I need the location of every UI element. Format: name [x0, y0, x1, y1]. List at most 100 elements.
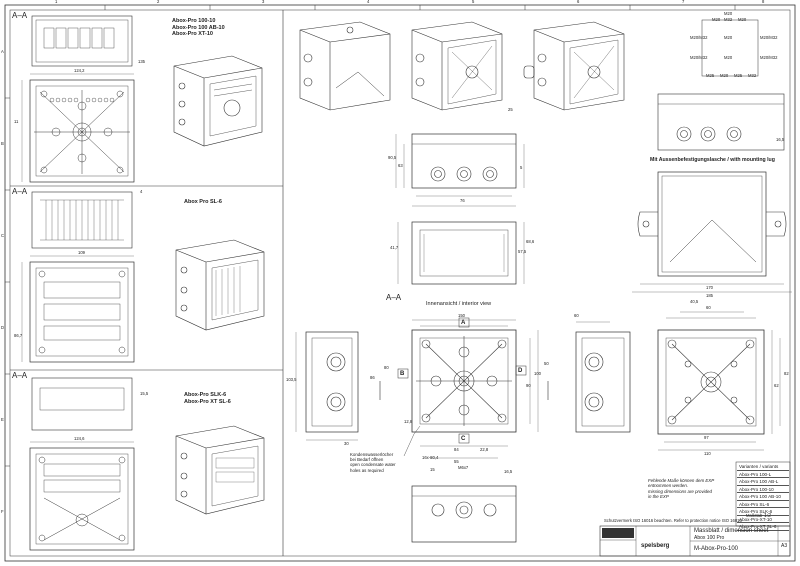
dim-center-63: 63	[398, 163, 403, 168]
section-label-3: A–A	[12, 371, 28, 380]
dim-left-15-5: 15,5	[140, 391, 149, 396]
grid-col-2: 2	[157, 0, 160, 4]
marker-c: C	[461, 436, 466, 442]
protection-note: Schutzvermerk ISO 16016 beachten. Refer …	[604, 518, 742, 523]
dim-right-185: 185	[706, 293, 713, 298]
dim-center-25: 25	[508, 107, 513, 112]
section-label-1: A–A	[12, 11, 28, 20]
sheet-size: A3	[781, 543, 788, 549]
dim-left-11: 11	[14, 119, 19, 124]
dim-center-5: 5	[520, 165, 523, 170]
dim-right-40-5: 40,5	[690, 299, 699, 304]
marker-d: D	[518, 368, 523, 374]
dim-side-103-5: 103,5	[286, 377, 297, 382]
dim-plan-12-8: 12,8	[404, 419, 413, 424]
dim-right-16-5: 16,5	[776, 137, 785, 142]
gland-row2-left: M20/M32	[690, 35, 708, 40]
dim-plan-55: 55	[454, 459, 459, 464]
grid-col-7: 7	[682, 0, 685, 4]
dim-right-110: 110	[704, 451, 711, 456]
dim-plan-150: 150	[458, 313, 465, 318]
marker-b: B	[400, 371, 405, 377]
dim-plan-50: 50	[544, 361, 549, 366]
dim-plan-86: 86	[370, 375, 375, 380]
grid-col-3: 3	[262, 0, 265, 4]
gland-row3-right: M20/M32	[760, 55, 778, 60]
dim-center-57-5: 57,5	[518, 249, 527, 254]
gland-top: M20	[724, 11, 733, 16]
dim-side-60: 60	[574, 313, 579, 318]
variant-item: Abox-Pro 100 AB-10	[737, 493, 789, 501]
grid-col-8: 8	[762, 0, 765, 4]
dim-plan-100: 100	[534, 371, 541, 376]
variant-item: Abox-Pro SLK-6	[737, 508, 789, 516]
gland-row1-b: M32	[724, 17, 733, 22]
dim-right-170: 170	[706, 285, 713, 290]
grid-row-e: E	[1, 417, 4, 422]
dim-plan-84: 84	[454, 447, 459, 452]
dim-center-76: 76	[460, 198, 465, 203]
dim-plan-80: 80	[384, 365, 389, 370]
grid-col-6: 6	[577, 0, 580, 4]
grid-row-f: F	[1, 509, 4, 514]
grid-col-1: 1	[55, 0, 58, 4]
grid-col-4: 4	[367, 0, 370, 4]
dim-center-68-6: 68,6	[526, 239, 535, 244]
variant-item: Abox-Pro-XT-10	[737, 516, 789, 523]
dim-plan-m6x7: M6x7	[458, 465, 469, 470]
product-caption-2: Abox Pro SL-6	[184, 199, 222, 205]
product-name: Abox 100 Pro	[694, 535, 725, 541]
dim-side-30: 30	[344, 441, 349, 446]
grid-row-b: B	[1, 141, 4, 146]
dim-left-109: 109	[78, 250, 85, 255]
gland-row2-center: M20	[724, 35, 733, 40]
variant-item: Abox-Pro SL-6	[737, 501, 789, 508]
gland-row1-c: M20	[738, 17, 747, 22]
company-logo: spelsberg	[641, 543, 670, 549]
dim-plan-22-8: 22,8	[480, 447, 489, 452]
variant-item: Abox-Pro 100-L	[737, 471, 789, 478]
mounting-lug-note: Mit Aussenbefestigungslasche / with moun…	[650, 157, 775, 163]
variants-table: Varianten / variants Abox-Pro 100-L Abox…	[737, 463, 789, 531]
dim-left-width-3: 124,6	[74, 436, 85, 441]
variant-item: Abox-Pro 100 AB-L	[737, 478, 789, 486]
marker-a: A	[461, 320, 466, 326]
scale-label: Maßstab	[746, 513, 763, 518]
drawing-number: M-Abox-Pro-100	[694, 546, 739, 552]
sheet-title: Massblatt / dimension sheet	[694, 528, 769, 534]
dim-right-60: 60	[706, 305, 711, 310]
dim-left-4: 4	[140, 189, 143, 194]
dim-plan-16-5: 16,5	[504, 469, 513, 474]
dim-plan-15: 15	[430, 467, 435, 472]
gland-row4-a: M25	[706, 73, 715, 78]
dim-plan-16x: 16x-80,4	[422, 455, 439, 460]
gland-row3-center: M20	[724, 55, 733, 60]
section-label-2: A–A	[12, 187, 28, 196]
variants-header: Varianten / variants	[737, 463, 789, 471]
dim-left-135: 135	[138, 59, 145, 64]
grid-row-c: C	[1, 233, 5, 238]
dim-right-97: 97	[704, 435, 709, 440]
grid-row-a: A	[1, 49, 4, 54]
section-label-4: A–A	[386, 293, 402, 302]
gland-row2-right: M20/M32	[760, 35, 778, 40]
interior-view-note: Innenansicht / interior view	[426, 301, 492, 307]
dim-center-41-7: 41,7	[390, 245, 399, 250]
gland-row4-b: M20	[720, 73, 729, 78]
dim-left-86-7: 86,7	[14, 333, 23, 338]
dim-left-width-1: 124,2	[74, 68, 85, 73]
gland-row1-a: M20	[712, 17, 721, 22]
scale-value: 1:2	[764, 513, 771, 519]
dim-plan-90: 90	[526, 383, 531, 388]
grid-col-5: 5	[472, 0, 475, 4]
dim-right-82: 82	[784, 371, 789, 376]
grid-row-d: D	[1, 325, 5, 330]
gland-row3-left: M20/M32	[690, 55, 708, 60]
gland-row4-d: M32	[748, 73, 757, 78]
